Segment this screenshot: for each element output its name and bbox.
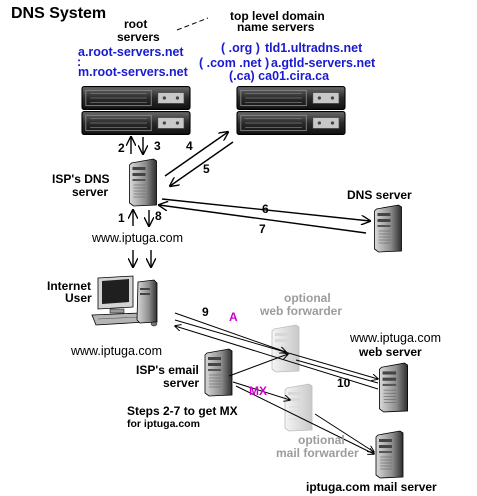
isp-dns-label-1: ISP's DNS — [52, 172, 110, 186]
arrow-step-10-return — [175, 326, 379, 390]
iptuga-user-domain-label: www.iptuga.com — [71, 344, 163, 358]
tld-com-net-label: ( .com .net ) — [199, 56, 270, 70]
tld-label-line-1: top level domain — [230, 9, 325, 23]
step-8-label: 8 — [155, 209, 162, 223]
step-10-label: 10 — [337, 376, 351, 390]
arrow-email-to-mail-forwarder — [232, 381, 290, 400]
steps-mx-note-2: for iptuga.com — [127, 418, 200, 430]
arrow-email-to-web-forwarder — [228, 354, 288, 377]
steps-mx-note-1: Steps 2-7 to get MX — [127, 404, 238, 418]
step-5-label: 5 — [203, 162, 210, 176]
tld-label-line-2: name servers — [237, 20, 315, 34]
arrow-step-9-to-web-server — [174, 319, 378, 379]
optional-web-forwarder-label-2: web forwarder — [260, 304, 343, 318]
isp-email-label-2: server — [163, 376, 200, 390]
step-9-label: 9 — [202, 305, 209, 319]
arrow-step-6 — [161, 198, 370, 221]
record-mx-label: MX — [249, 384, 267, 398]
step-2-label: 2 — [118, 141, 125, 155]
arrow-mail-forwarder-to-mail-server — [314, 413, 374, 452]
tld-org-label: ( .org ) — [221, 41, 260, 55]
root-server-ellipsis: : — [77, 55, 82, 69]
dns-server-icon — [373, 204, 403, 253]
arrow-step-4 — [164, 132, 228, 177]
step-6-label: 6 — [262, 202, 269, 216]
isp-email-server-icon — [204, 348, 233, 397]
optional-mail-forwarder-icon — [284, 383, 313, 432]
mail-server-label: iptuga.com mail server — [306, 480, 437, 494]
isp-email-label-1: ISP's email — [136, 363, 199, 377]
arrow-step-9-to-web-forwarder — [174, 312, 286, 352]
isp-dns-label-2: server — [72, 185, 109, 199]
arrow-email-to-mail-server — [235, 385, 374, 454]
internet-user-computer-icon — [91, 275, 158, 327]
line-web-forwarder-to-web-server — [295, 359, 379, 384]
record-a-label: A — [229, 310, 238, 324]
tld-org-server: tld1.ultradns.net — [265, 41, 363, 55]
root-server-a: a.root-servers.net — [78, 45, 184, 59]
tld-servers-icon — [236, 86, 346, 135]
web-server-icon — [378, 362, 409, 413]
arrow-step-7 — [159, 205, 367, 234]
optional-mail-forwarder-label-2: mail forwarder — [276, 446, 359, 460]
isp-dns-server-icon — [128, 158, 158, 207]
mail-server-icon — [375, 430, 404, 479]
root-server-m: m.root-servers.net — [78, 65, 188, 79]
root-servers-label: root — [124, 17, 148, 31]
iptuga-domain-label: www.iptuga.com — [92, 231, 184, 245]
root-servers-label-2: servers — [117, 30, 160, 44]
tld-com-server: a.gtld-servers.net — [271, 56, 376, 70]
internet-user-label-1: Internet — [47, 279, 92, 293]
step-3-label: 3 — [154, 139, 161, 153]
optional-web-forwarder-label-1: optional — [284, 291, 331, 305]
step-4-label: 4 — [186, 139, 193, 153]
caption-dash-connector — [176, 17, 209, 31]
step-1-label: 1 — [118, 211, 125, 225]
optional-mail-forwarder-label-1: optional — [298, 433, 345, 447]
root-servers-icon — [81, 86, 191, 135]
internet-user-label-2: User — [65, 291, 92, 305]
web-server-label: web server — [359, 345, 422, 359]
web-server-host-label: www.iptuga.com — [350, 331, 442, 345]
arrow-step-5 — [170, 141, 234, 186]
step-7-label: 7 — [259, 222, 266, 236]
diagram-title: DNS System — [11, 5, 107, 22]
dns-server-label: DNS server — [347, 188, 412, 202]
tld-ca-server: (.ca) ca01.cira.ca — [229, 69, 330, 83]
